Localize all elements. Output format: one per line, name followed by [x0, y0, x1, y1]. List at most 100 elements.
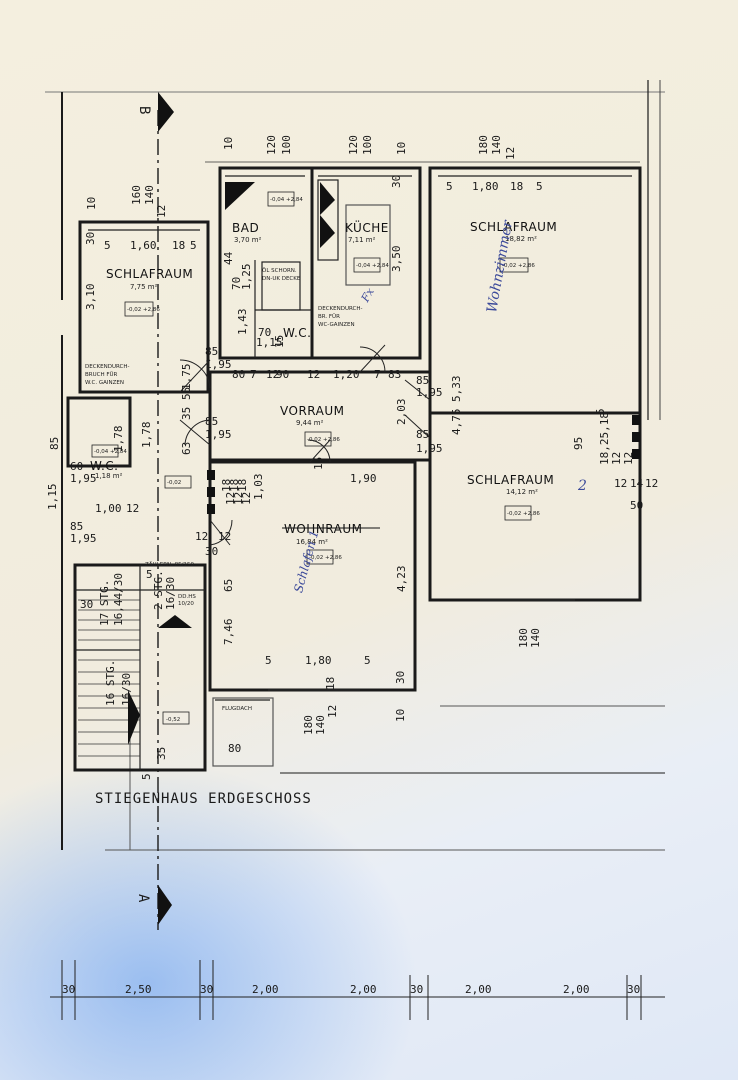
note-level-flur: -0,02: [167, 480, 181, 486]
svg-text:12: 12: [155, 205, 168, 218]
svg-text:85: 85: [48, 437, 61, 450]
svg-text:85: 85: [416, 374, 429, 387]
svg-text:35: 35: [155, 747, 168, 760]
svg-text:12: 12: [307, 368, 320, 381]
svg-text:160: 160: [130, 185, 143, 205]
dimensions-bottom: 30 2,50 30 2,00 2,00 30 2,00 2,00 30: [50, 960, 665, 1020]
svg-text:1,95: 1,95: [70, 532, 97, 545]
svg-text:1,78: 1,78: [140, 422, 153, 449]
svg-text:14: 14: [630, 477, 644, 490]
svg-text:1,60: 1,60: [130, 239, 157, 252]
svg-text:1,15: 1,15: [46, 484, 59, 511]
room-area-kueche: 7,11 m²: [348, 236, 376, 244]
svg-text:30: 30: [627, 983, 640, 996]
note-decke1c: W.C. GAINZEN: [85, 380, 124, 386]
svg-text:140: 140: [314, 715, 327, 735]
svg-text:12: 12: [224, 492, 237, 505]
wedge-markers: [128, 182, 640, 745]
note-dd2: 10/20: [178, 601, 194, 607]
svg-text:30: 30: [80, 598, 93, 611]
hand-schlafraum2: 2: [577, 478, 587, 494]
svg-text:30: 30: [200, 983, 213, 996]
svg-text:140: 140: [490, 135, 503, 155]
svg-text:12: 12: [240, 492, 253, 505]
stair-label-1b: 16,44/30: [112, 573, 125, 626]
stair-label-3: 16 STG.: [104, 660, 117, 706]
svg-text:5: 5: [536, 180, 543, 193]
svg-text:18: 18: [172, 239, 185, 252]
svg-text:12: 12: [610, 452, 623, 465]
note-stair-level: -0,52: [166, 717, 180, 723]
svg-text:5: 5: [364, 654, 371, 667]
room-area-schlafraum-left: 7,75 m²: [130, 283, 158, 291]
svg-text:2,00: 2,00: [252, 983, 279, 996]
svg-text:12: 12: [504, 147, 517, 160]
svg-text:180: 180: [517, 628, 530, 648]
door-swings: [179, 344, 431, 546]
svg-text:18,25,18: 18,25,18: [598, 412, 611, 465]
svg-text:90: 90: [276, 368, 289, 381]
svg-text:1,95: 1,95: [70, 472, 97, 485]
svg-text:95: 95: [572, 437, 585, 450]
svg-text:3,10: 3,10: [84, 284, 97, 311]
svg-text:4,75: 4,75: [450, 409, 463, 436]
note-dd: DD.HS: [178, 594, 196, 600]
svg-text:70: 70: [258, 326, 271, 339]
svg-text:5: 5: [140, 773, 153, 780]
room-name-schlafraum-top: SCHLAFRAUM: [470, 220, 557, 234]
svg-text:1,78: 1,78: [112, 426, 125, 453]
note-oel2: DN-UK DECKE: [262, 276, 301, 282]
room-level-wc-left: -0,04 +2,84: [94, 449, 127, 455]
room-name-kueche: KÜCHE: [345, 219, 389, 235]
svg-text:7: 7: [250, 368, 257, 381]
room-level-schlafraum-top: -0,02 +2,86: [502, 263, 535, 269]
svg-text:12: 12: [218, 530, 231, 543]
svg-text:65: 65: [222, 579, 235, 592]
svg-text:85: 85: [205, 415, 218, 428]
svg-text:7,46: 7,46: [222, 619, 235, 646]
note-flugdach: FLUGDACH: [222, 706, 252, 712]
svg-text:140: 140: [143, 185, 156, 205]
svg-text:50: 50: [630, 499, 643, 512]
svg-text:1,03: 1,03: [252, 474, 265, 501]
svg-text:30: 30: [205, 545, 218, 558]
svg-text:85: 85: [416, 428, 429, 441]
room-level-kueche: -0,04 +2,84: [356, 263, 389, 269]
note-oel: ÖL SCHORN.: [262, 267, 297, 274]
stair-label-2b: 16/30: [164, 577, 177, 610]
svg-text:120: 120: [347, 135, 360, 155]
room-name-vorraum: VORRAUM: [280, 404, 344, 418]
svg-text:180: 180: [302, 715, 315, 735]
room-name-schlafraum-lower: SCHLAFRAUM: [467, 473, 554, 487]
svg-text:35: 35: [180, 407, 193, 420]
room-name-wc-inner: W.C.: [283, 326, 312, 340]
svg-text:12: 12: [232, 492, 245, 505]
svg-text:3,50: 3,50: [390, 246, 403, 273]
room-area-wohnraum: 16,84 m²: [296, 538, 328, 546]
svg-text:12: 12: [126, 502, 139, 515]
svg-text:44: 44: [222, 251, 235, 265]
svg-text:5,33: 5,33: [450, 376, 463, 403]
svg-text:120: 120: [265, 135, 278, 155]
svg-text:30: 30: [84, 232, 97, 245]
svg-text:5: 5: [594, 408, 607, 415]
room-area-vorraum: 9,44 m²: [296, 419, 324, 427]
room-level-wohnraum: -0,02 +2,86: [309, 555, 342, 561]
svg-text:180: 180: [477, 135, 490, 155]
svg-text:18: 18: [220, 479, 233, 492]
svg-text:1,80: 1,80: [472, 180, 499, 193]
room-area-schlafraum-lower: 14,12 m²: [506, 488, 538, 496]
svg-text:5: 5: [104, 239, 111, 252]
svg-text:85: 85: [205, 345, 218, 358]
svg-text:18: 18: [324, 677, 337, 690]
note-decke1: DECKENDURCH-: [85, 364, 130, 370]
svg-text:5: 5: [446, 180, 453, 193]
svg-text:12: 12: [266, 368, 279, 381]
section-label-b: B: [136, 106, 152, 114]
svg-text:1,00: 1,00: [95, 502, 122, 515]
note-zaehler: ZÄHLERN. 85/150: [145, 561, 194, 568]
svg-text:1,95: 1,95: [205, 358, 232, 371]
svg-text:2,00: 2,00: [563, 983, 590, 996]
svg-text:1,95: 1,95: [416, 386, 443, 399]
svg-text:60: 60: [70, 460, 83, 473]
